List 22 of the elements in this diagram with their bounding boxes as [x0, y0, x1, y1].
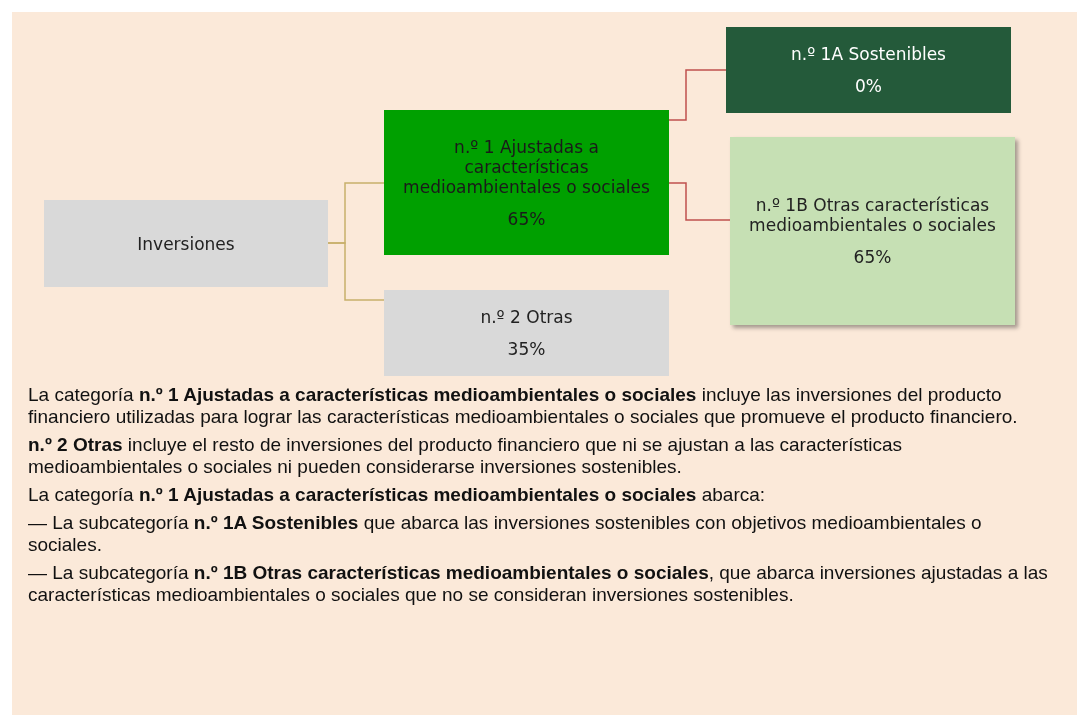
explanation-paragraph: n.º 2 Otras incluye el resto de inversiones del producto financiero que ni se ajustan a las características medioambientales o sociales ni pueden considerarse inversiones sostenibles. — [28, 434, 904, 478]
category-name: n.º 1 Ajustadas a características medioambientales o sociales — [402, 136, 651, 197]
category-box — [384, 110, 669, 255]
subcategory-box — [726, 27, 1011, 113]
percentage-value: 65% — [507, 208, 546, 229]
explanation-paragraph: — La subcategoría n.º 1B Otras características medioambientales o sociales, que abarca inversiones ajustadas a las características medioambientales o sociales que no se consideran inversiones sostenibles. — [28, 562, 1049, 606]
category-name: n.º 2 Otras — [480, 307, 573, 327]
percentage-value: 0% — [855, 76, 882, 96]
connector-line — [668, 69, 727, 121]
category-name: n.º 1B Otras características medioambientales o sociales — [748, 195, 997, 235]
connector-line — [668, 182, 731, 221]
explanation-paragraph: La categoría n.º 1 Ajustadas a características medioambientales o sociales incluye las inversiones del producto financiero utilizadas para lograr las características medioambientales o sociales que promueve el producto financiero. — [28, 384, 1019, 428]
connector-line — [327, 242, 385, 301]
percentage-value: 35% — [507, 339, 546, 359]
category-box — [44, 200, 328, 287]
explanation-paragraph: La categoría n.º 1 Ajustadas a características medioambientales o sociales abarca: — [28, 484, 767, 506]
category-name: n.º 1A Sostenibles — [791, 44, 946, 64]
percentage-value: 65% — [853, 247, 892, 267]
explanation-paragraph: — La subcategoría n.º 1A Sostenibles que abarca las inversiones sostenibles con objetivos medioambientales o sociales. — [28, 512, 983, 556]
category-box — [384, 290, 669, 376]
subcategory-box — [730, 137, 1015, 325]
category-name: Inversiones — [137, 233, 235, 254]
